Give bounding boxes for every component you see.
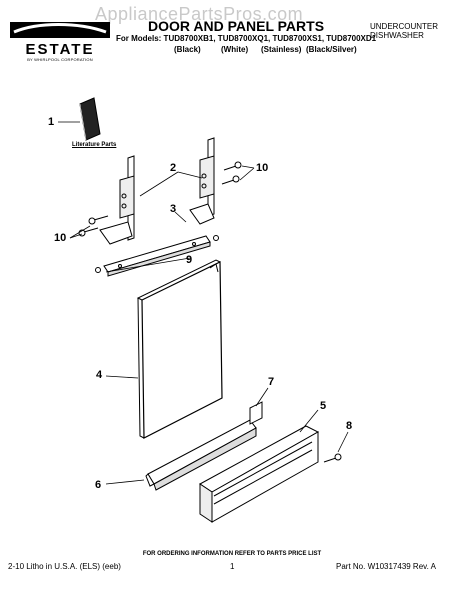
category-line-1: UNDERCOUNTER <box>370 22 438 31</box>
door-panel <box>136 259 223 439</box>
page-number: 1 <box>230 562 235 571</box>
category-line-2: DISHWASHER <box>370 31 424 40</box>
ordering-note: FOR ORDERING INFORMATION REFER TO PARTS … <box>142 551 322 557</box>
page-title: DOOR AND PANEL PARTS <box>148 18 325 34</box>
callout-9: 9 <box>186 254 193 266</box>
callout-8: 8 <box>346 420 353 432</box>
part-number: Part No. W10317439 Rev. A <box>336 562 436 571</box>
variant-black-silver: (Black/Silver) <box>306 45 357 54</box>
left-hinge-bracket <box>99 155 135 245</box>
callout-4: 4 <box>96 369 103 381</box>
literature-booklet <box>79 97 101 141</box>
kick-plate <box>199 425 320 523</box>
leader-lines <box>58 121 349 485</box>
callout-10-right: 10 <box>256 162 269 174</box>
variant-white: (White) <box>221 45 249 54</box>
variant-black: (Black) <box>174 45 201 54</box>
toe-panel-clip <box>249 401 263 425</box>
litho-info: 2-10 Litho in U.S.A. (ELS) (eeb) <box>8 562 121 571</box>
toe-panel <box>145 419 257 491</box>
literature-parts-label: Literature Parts <box>72 142 117 148</box>
model-list: For Models: TUD8700XB1, TUD8700XQ1, TUD8… <box>116 34 377 43</box>
callout-7: 7 <box>268 376 275 388</box>
hinge-screws <box>78 161 242 237</box>
watermark: AppliancePartsPros.com <box>95 4 304 24</box>
kick-plate-screw <box>323 453 342 463</box>
appliance-category: UNDERCOUNTER DISHWASHER <box>370 22 438 40</box>
right-hinge-bracket <box>189 137 215 225</box>
callout-2: 2 <box>170 162 177 174</box>
estate-logo <box>10 22 110 38</box>
callout-5: 5 <box>320 400 327 412</box>
callout-1: 1 <box>48 116 55 128</box>
callout-3: 3 <box>170 203 177 215</box>
brand-name: ESTATE <box>25 41 95 58</box>
callout-6: 6 <box>95 479 102 491</box>
callout-10-left: 10 <box>54 232 67 244</box>
variant-stainless: (Stainless) <box>261 45 302 54</box>
brand-sub: BY WHIRLPOOL CORPORATION <box>27 57 93 62</box>
